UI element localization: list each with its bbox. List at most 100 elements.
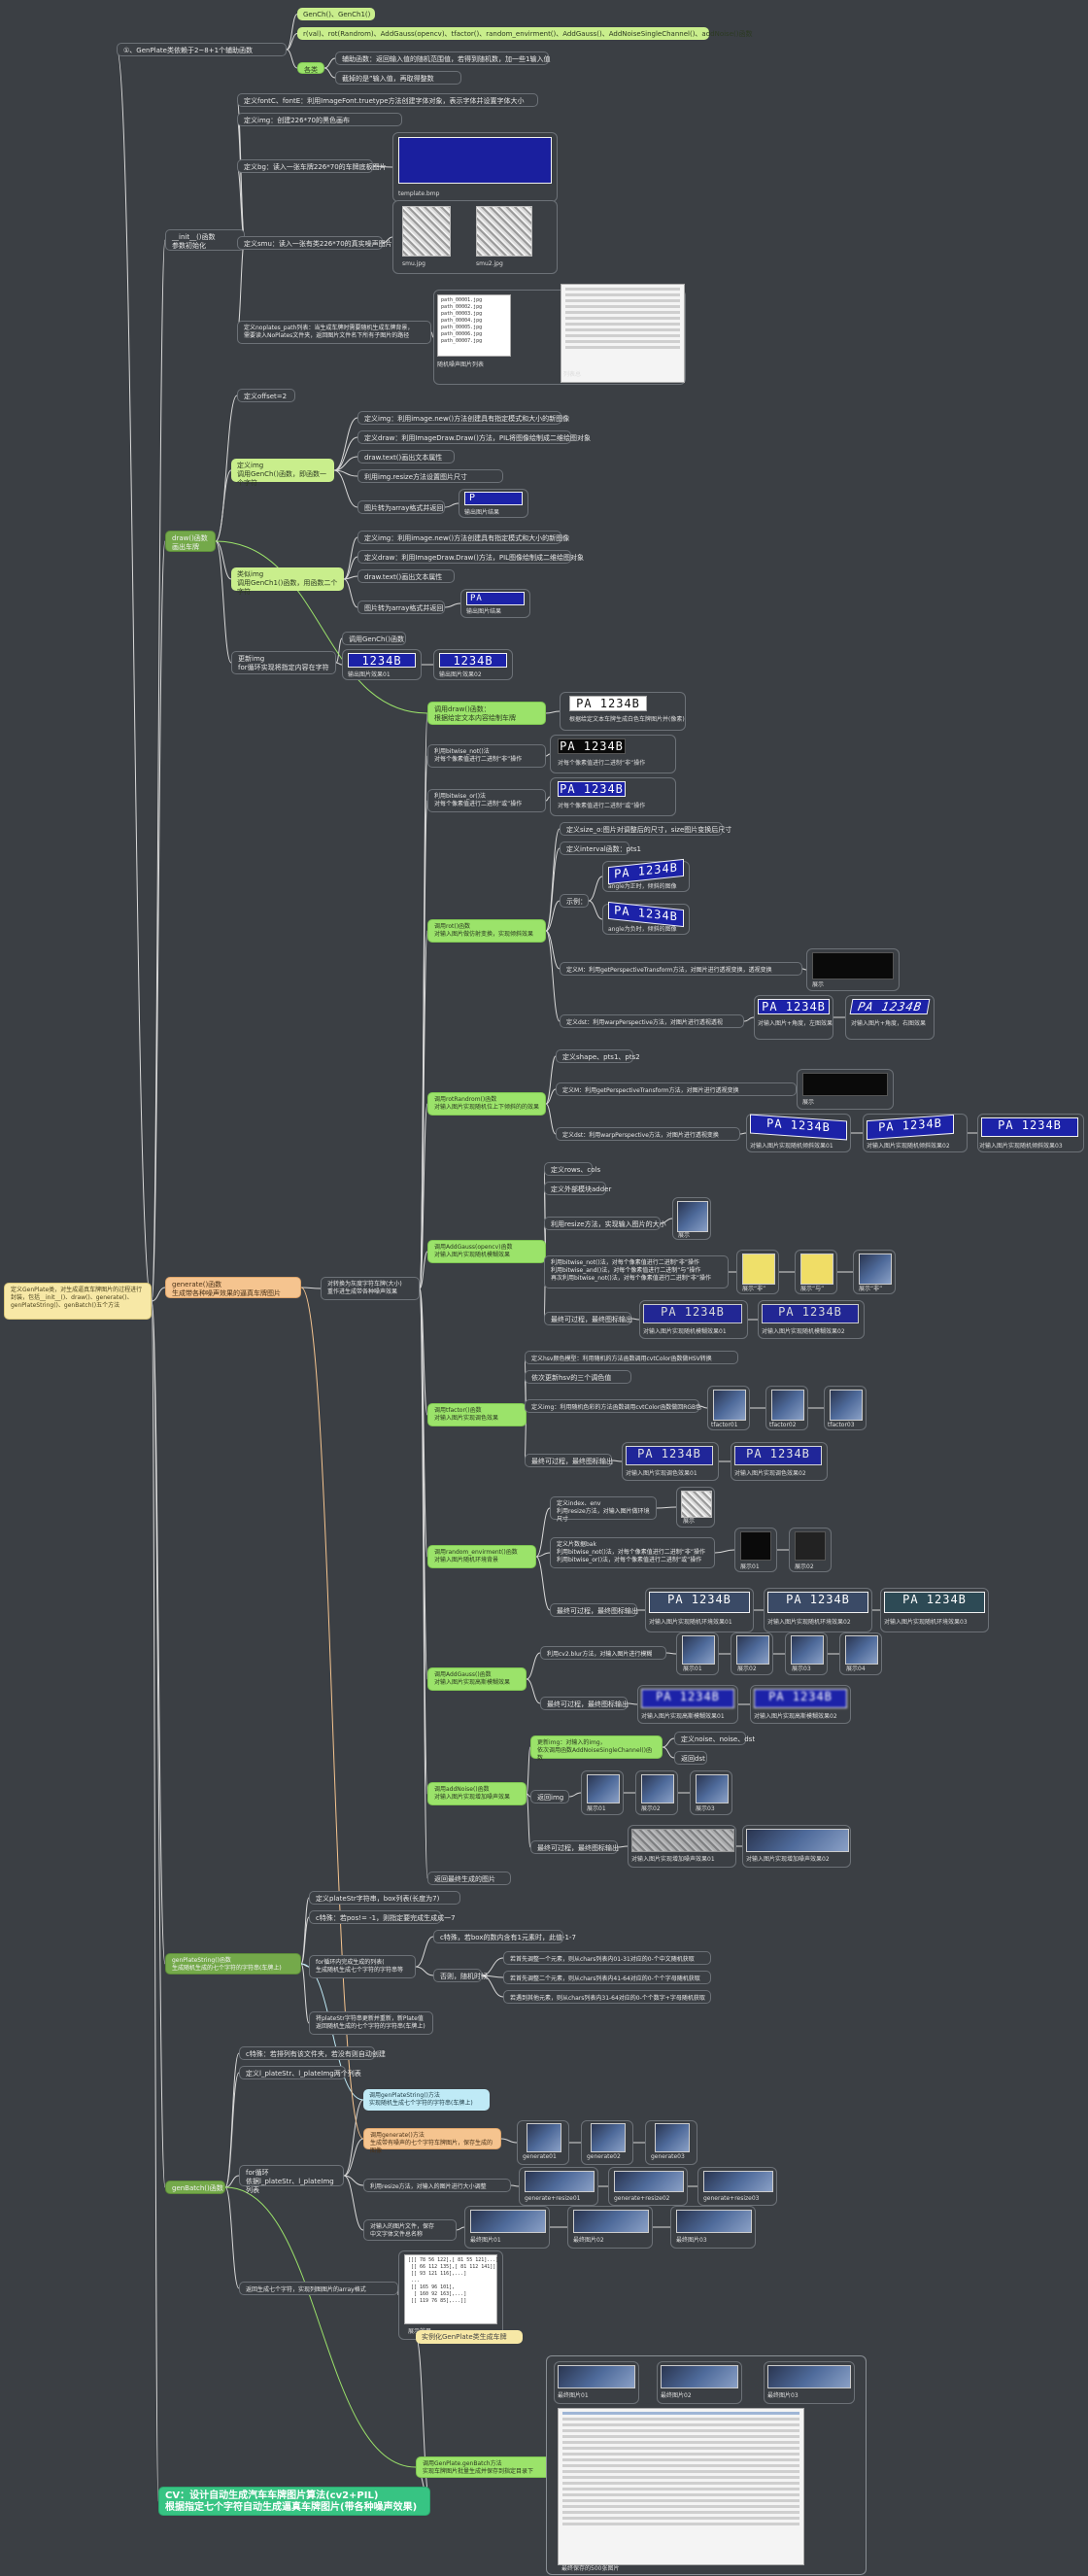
gps-c3: 若首先调整一个元素，则从chars列表内01-31对应的0-个中文随机获取 <box>503 1951 711 1965</box>
ag-out-caption1: 对输入图片实现高斯模糊效果01 <box>641 1713 725 1720</box>
env-ops-caption3: 展示“非” <box>859 1286 883 1292</box>
gen-rot-i1: 定义interval函数：pts1 <box>560 841 641 855</box>
gen-env: 调用AddGauss(opencv)函数 对输入图片实现随机模糊效果 <box>427 1240 546 1263</box>
gb-gen-image3 <box>655 2123 690 2152</box>
tf-image2 <box>771 1390 804 1421</box>
connector <box>660 1218 673 1224</box>
env-ops-image2 <box>800 1254 833 1285</box>
connector <box>500 2138 518 2144</box>
gb-c2: 调用generate()方法 生成带有噪声的七个字符车牌图片，保存生成的图像 <box>363 2128 501 2154</box>
tf-out-caption1: 对输入图片实现调色效果01 <box>626 1470 697 1477</box>
connector <box>215 540 232 580</box>
connector <box>215 540 232 664</box>
renv-image0 <box>681 1491 712 1518</box>
env-ops-image1 <box>742 1254 775 1285</box>
helper-misc: 各类 <box>297 62 324 74</box>
ag-image1 <box>682 1635 715 1665</box>
gen-not-plate: PA 1234B <box>558 738 626 754</box>
bottom-folder-caption: 最终保存的500张图片 <box>561 2565 620 2572</box>
renv-out-plate2: PA 1234B <box>767 1592 868 1613</box>
connector <box>662 1746 675 1759</box>
gb-a: c特殊：若排列有该文件夹，若没有则自动创建 <box>239 2046 386 2060</box>
an-image1 <box>587 1774 620 1803</box>
gen-draw: 调用draw()函数： 根据给定文本内容绘制车牌 <box>427 702 546 725</box>
connector <box>545 1055 557 1105</box>
connector <box>151 1287 166 1302</box>
connector <box>430 331 434 338</box>
connector <box>382 236 393 244</box>
connector <box>444 502 459 508</box>
gen-rot-i3: 定义M：利用getPerspectiveTransform方法，对图片进行透视变… <box>560 962 802 976</box>
connector <box>456 2226 465 2231</box>
connector <box>545 1088 557 1105</box>
connector <box>343 556 358 580</box>
tf-out-caption2: 对输入图片实现调色效果02 <box>734 1470 806 1477</box>
connector <box>300 1963 310 2024</box>
renv-caption0: 展示 <box>683 1518 696 1525</box>
connector <box>662 1737 675 1748</box>
bottom-folder-image <box>558 2408 804 2565</box>
helper-r-desc2: 截掉的是”输入值，再取得整数 <box>335 71 461 85</box>
ag-out-plate2: PA 1234B <box>754 1689 847 1708</box>
gen-rot: 调用rot()函数 对输入图片做仿射变换，实现倾斜效果 <box>427 919 546 943</box>
rotR-m-image <box>802 1073 888 1096</box>
gen-renv-i0: 定义index、env 利用resize方法，对输入图片做环境尺寸 <box>550 1496 657 1523</box>
gen-rot-i2: 示例： <box>560 894 589 908</box>
connector <box>323 57 336 69</box>
connector <box>415 1966 434 1976</box>
gen-rotR: 调用rotRandrom()函数 对输入图片实现随机位上下倾斜的的效果 <box>427 1092 546 1116</box>
smu2-image <box>476 206 532 257</box>
branch-genPlateString: genPlateString()函数 生成随机生成的七个字符的字符串(车牌上) <box>165 1953 301 1975</box>
connector <box>236 119 246 241</box>
rot-angle-caption1: angle为正时，倾斜的图像 <box>608 883 677 890</box>
env-adder-image <box>677 1201 708 1232</box>
connector <box>444 602 461 608</box>
helper-gench: GenCh()、GenCh1() <box>297 8 375 20</box>
draw-i2: 定义draw：利用ImageDraw.Draw()方法，PIL将图像绘制成二维绘… <box>357 430 591 444</box>
rot-dst-caption2: 对输入图片+角度，右图效果 <box>851 1020 927 1027</box>
connector <box>236 239 246 333</box>
gen-env-i2: 利用resize方法，实现输入图片的大小 <box>544 1217 666 1230</box>
helper-r-desc: 辅助函数：返回输入值的随机范围值，若得到随机数，加一些1输入值 <box>335 52 550 65</box>
draw-j4-caption: 输出图片结果 <box>466 608 502 615</box>
connector <box>224 2186 417 2468</box>
connector <box>343 2099 364 2177</box>
connector <box>698 1405 708 1409</box>
bottom-img-caption1: 最终图片01 <box>558 2392 589 2399</box>
an-caption3: 展示03 <box>696 1805 715 1812</box>
noplates-caption2: 列表总 <box>563 371 582 378</box>
gen-env-i3: 利用bitwise_not()法，对每个像素值进行二进制“非”操作 利用bitw… <box>544 1255 729 1288</box>
rot-dst-caption1: 对输入图片+角度，左图效果 <box>758 1020 833 1027</box>
connector <box>714 1549 735 1554</box>
connector <box>611 1460 623 1462</box>
gen-rot-i0: 定义size_o:图片对调整后的尺寸，size图片变换后尺寸 <box>560 822 731 836</box>
gps-a: 定义plateStr字符串，box列表(长度为7) <box>309 1891 460 1905</box>
connector <box>588 900 603 920</box>
init-font: 定义fontC、fontE：利用ImageFont.truetype方法创建字体… <box>237 93 538 107</box>
connector <box>801 968 807 971</box>
smu-image <box>402 206 451 257</box>
connector <box>526 1678 541 1704</box>
gen-or-caption: 对每个像素值进行二进制“或”操作 <box>558 803 646 809</box>
branch-generate: generate()函数 生成带各种噪声效果的逼真车牌图片 <box>165 1277 301 1298</box>
an-image3 <box>696 1774 729 1803</box>
connector <box>656 1506 677 1509</box>
connector <box>224 2072 240 2188</box>
branch-draw: draw()函数 画出车牌 <box>165 531 216 552</box>
connector <box>286 14 298 51</box>
an-out-image2 <box>746 1829 849 1852</box>
connector <box>545 796 551 802</box>
renv-out-caption2: 对输入图片实现随机环境效果02 <box>767 1619 851 1626</box>
connector <box>300 1897 310 1965</box>
draw-offset: 定义offset=2 <box>237 389 295 402</box>
renv-out-caption3: 对输入图片实现随机环境效果03 <box>884 1619 968 1626</box>
env-adder-caption: 展示 <box>678 1232 691 1239</box>
draw-u-plate1: 1234B <box>348 653 416 668</box>
an-out-caption2: 对输入图片实现增加噪声效果02 <box>746 1856 830 1863</box>
gen-env-i4: 最终可过程，最终图标输出 <box>544 1312 632 1325</box>
rot-dst-plate1: PA 1234B <box>758 999 830 1014</box>
draw-i5: 图片转为array格式并返回 <box>357 500 445 514</box>
renv-out-caption1: 对输入图片实现随机环境效果01 <box>649 1619 732 1626</box>
gen-renv: 调用random_envirment()函数 对输入图片随机环境背景 <box>427 1545 536 1568</box>
connector <box>151 1300 166 1965</box>
